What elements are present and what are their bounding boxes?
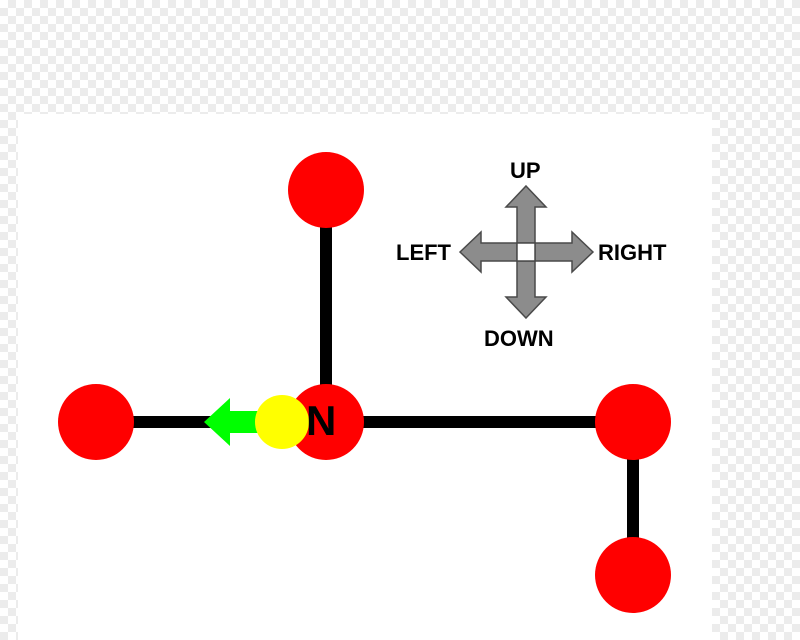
compass-down-label: DOWN [484,326,554,351]
compass-up-label: UP [510,158,541,183]
compass-right-label: RIGHT [598,240,667,265]
current-position-marker [255,395,309,449]
node-left [58,384,134,460]
node-bottom-right [595,537,671,613]
compass-up-arrow-icon [504,184,548,244]
move-left-arrow-icon [204,398,262,446]
node-current [288,384,364,460]
compass-down-arrow-icon [504,260,548,320]
compass-right-arrow-icon [534,230,595,274]
compass-left-label: LEFT [396,240,451,265]
current-node-label: N [306,397,337,444]
compass-left-arrow-icon [458,230,518,274]
node-top [288,152,364,228]
graph-nodes [58,152,671,613]
node-right [595,384,671,460]
compass-center [516,242,536,262]
diagram-panel [18,114,712,640]
compass-arrows [458,184,595,320]
